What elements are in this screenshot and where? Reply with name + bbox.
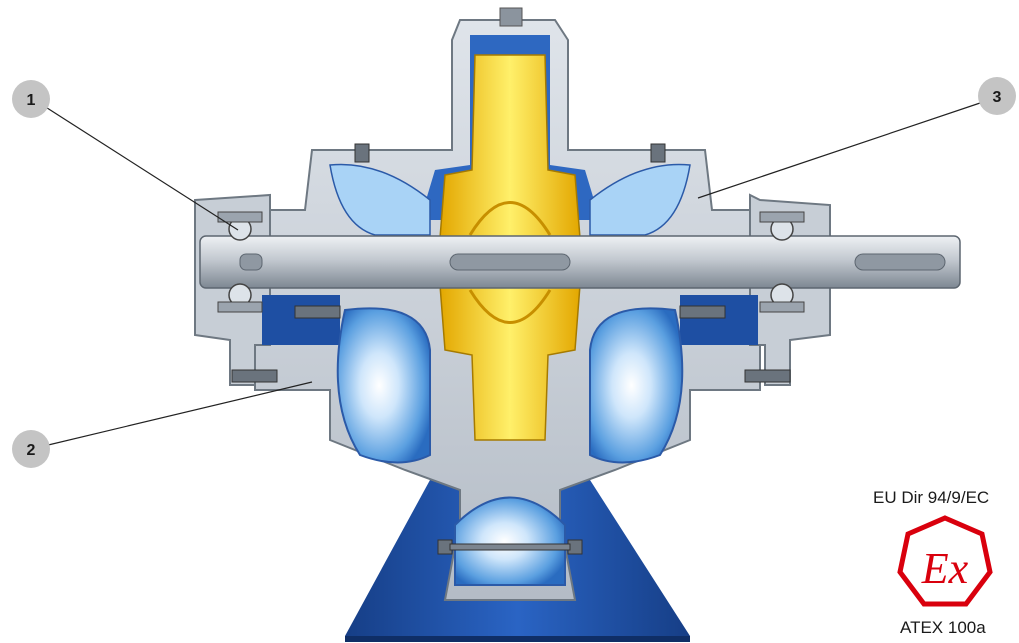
callout-1: 1 [12, 80, 50, 118]
directive-label: EU Dir 94/9/EC [873, 488, 990, 507]
callout-2: 2 [12, 430, 50, 468]
ball-bearing-right [759, 211, 805, 313]
callout-2-label: 2 [27, 442, 36, 459]
ex-mark-label: Ex [921, 544, 969, 593]
ball-bearing-left [217, 211, 263, 313]
volute-right [589, 307, 684, 464]
volute-left [336, 307, 431, 464]
leader-lines [43, 101, 984, 447]
callout-3: 3 [978, 77, 1016, 115]
impeller [439, 54, 581, 441]
atex-ex-mark: Ex [897, 515, 993, 607]
bolts [231, 143, 791, 555]
atex-standard-label: ATEX 100a [900, 618, 986, 637]
callout-3-label: 3 [993, 89, 1002, 106]
callout-1-label: 1 [27, 92, 36, 109]
suction-chamber [454, 496, 566, 586]
pump-shaft [199, 235, 961, 289]
